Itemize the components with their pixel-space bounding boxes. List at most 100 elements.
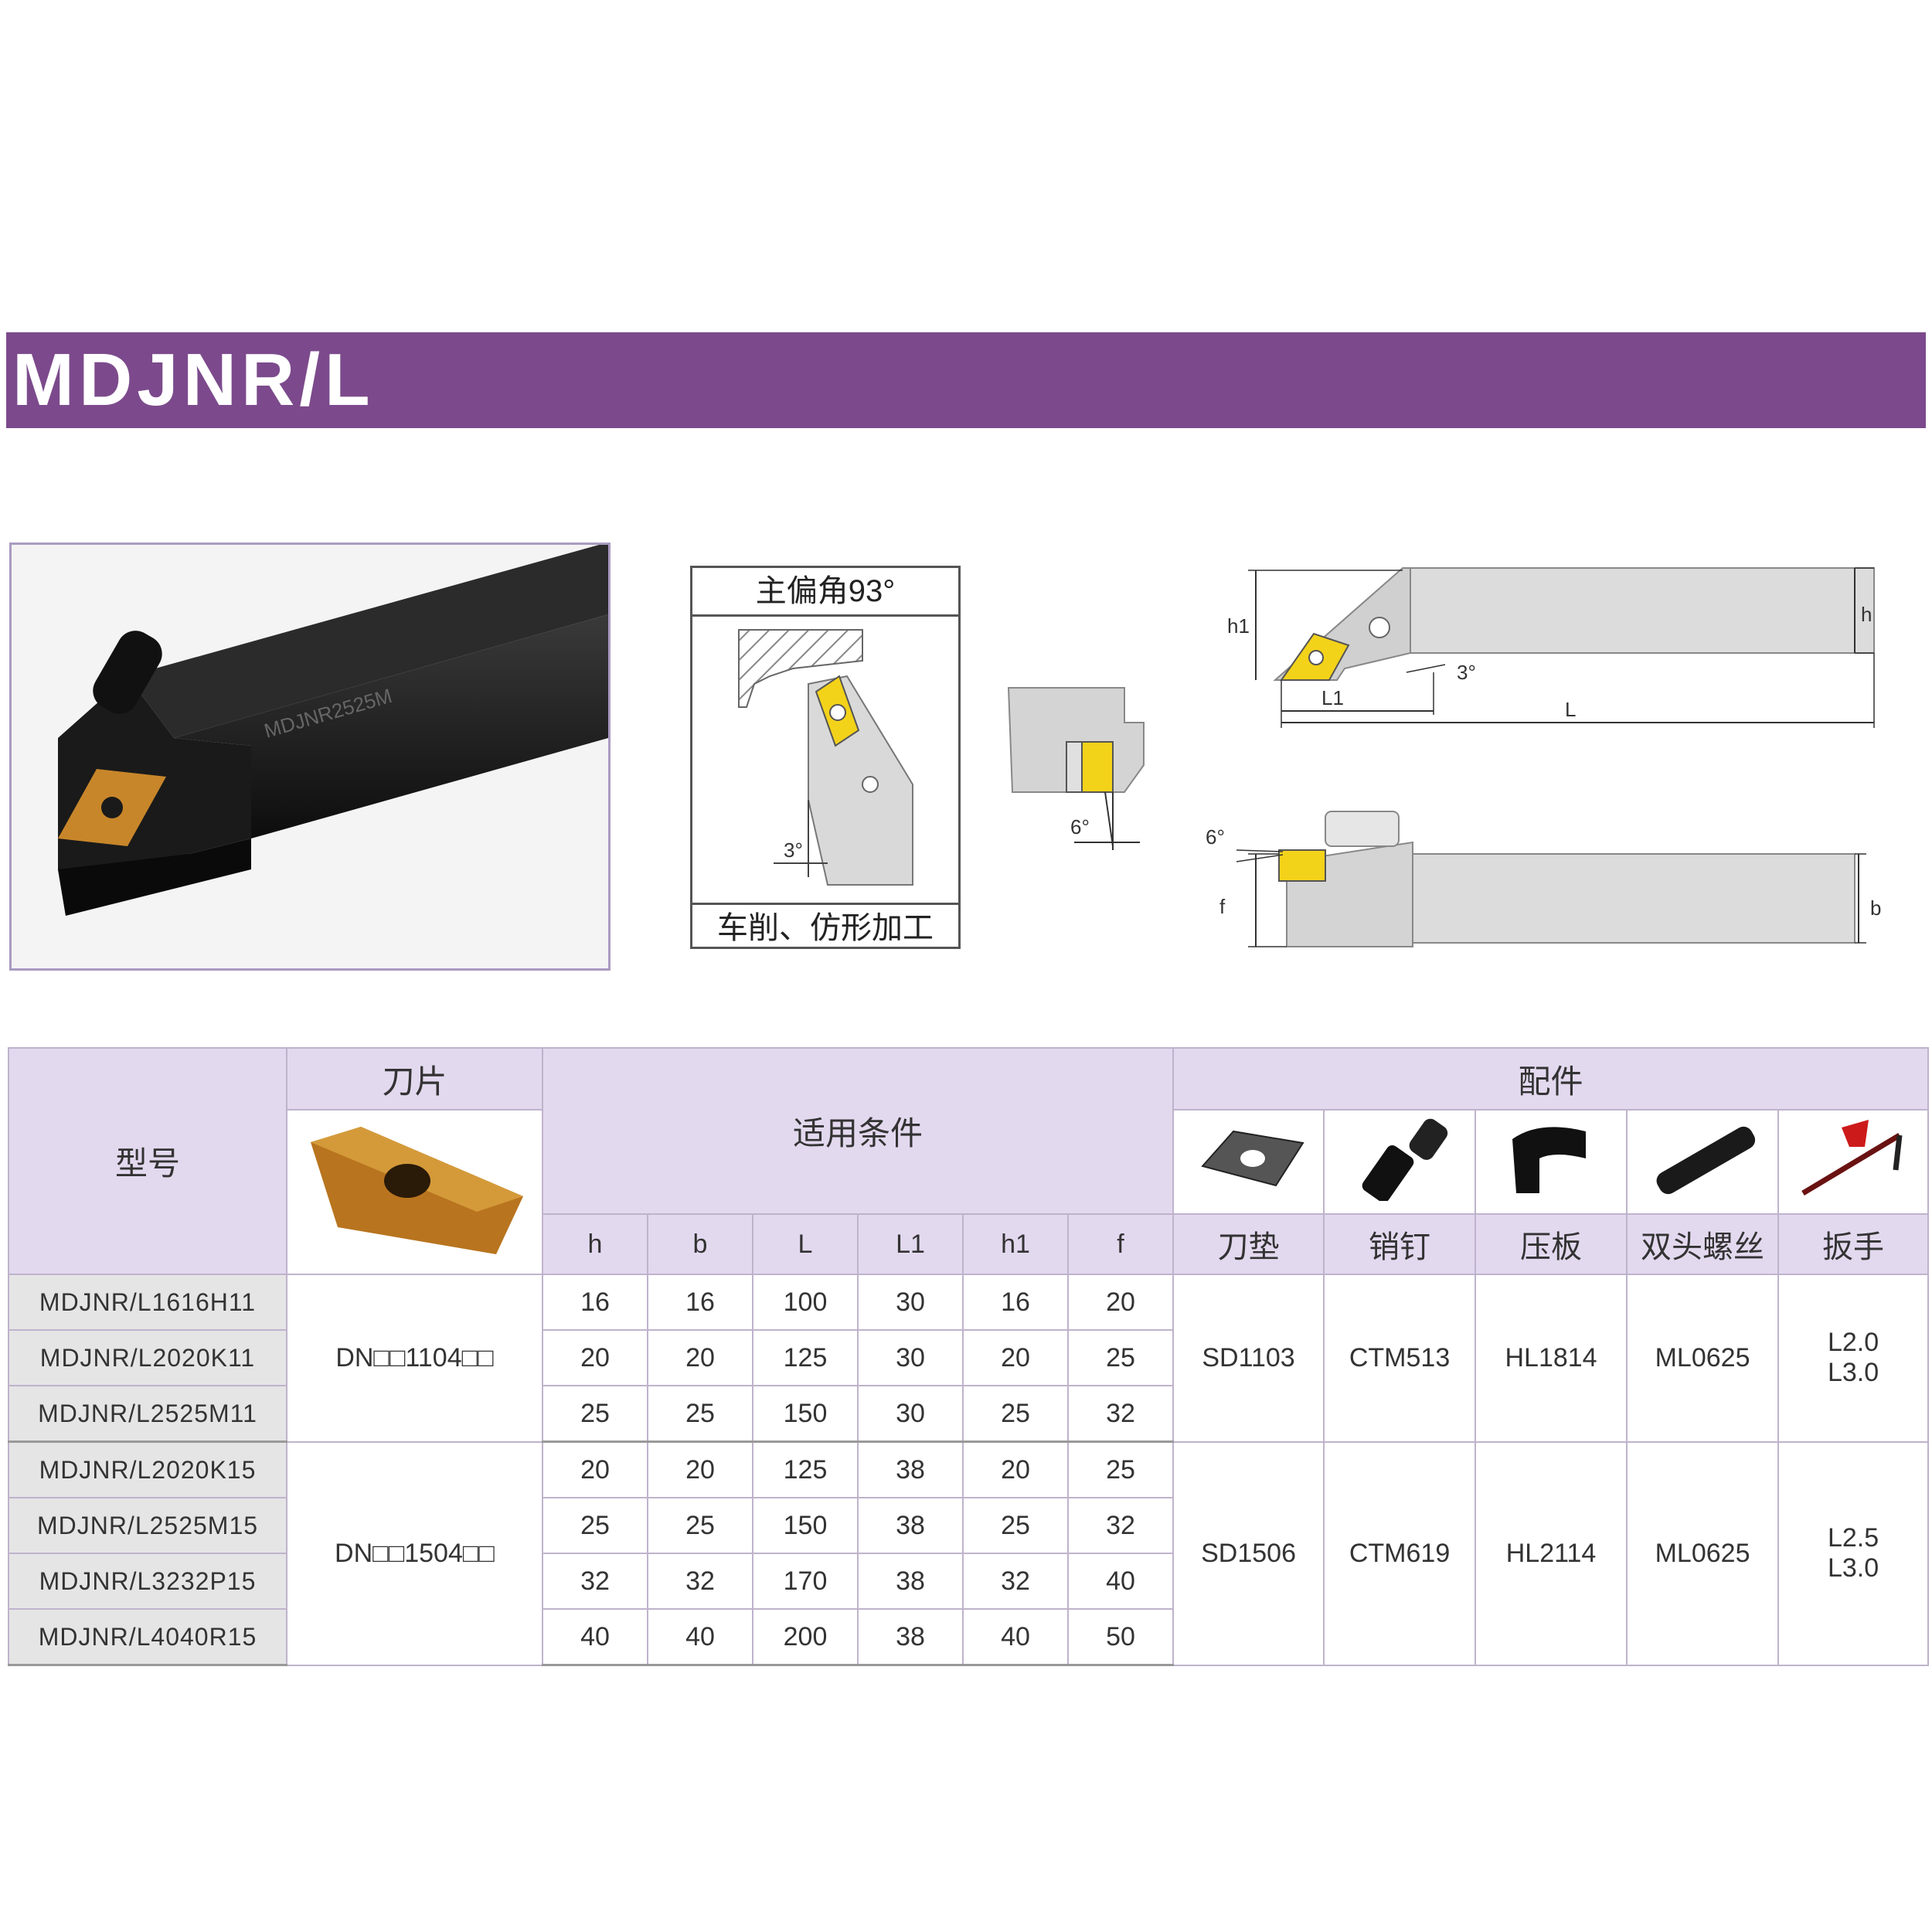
clamp-code: HL2114: [1475, 1440, 1628, 1666]
cell-h: 32: [542, 1553, 648, 1610]
cell-l: 150: [752, 1385, 859, 1443]
wrench-size: L3.0: [1827, 1358, 1879, 1388]
cell-l1: 38: [857, 1440, 964, 1498]
model-cell: MDJNR/L4040R15: [8, 1608, 287, 1666]
cell-l1: 38: [857, 1497, 964, 1554]
cutting-diagram-header: 主偏角93°: [690, 566, 961, 617]
cell-f: 32: [1066, 1497, 1175, 1554]
cell-l: 100: [752, 1274, 859, 1331]
wrench-size: L3.0: [1827, 1553, 1879, 1583]
clamp-icon: [1512, 1127, 1587, 1193]
cell-l: 200: [752, 1608, 859, 1666]
header-conditions: 适用条件: [541, 1047, 1175, 1215]
header-model: 型号: [8, 1047, 287, 1275]
cell-l1: 38: [857, 1608, 964, 1666]
cell-b: 32: [647, 1553, 753, 1610]
cell-b: 20: [647, 1329, 753, 1386]
col-clamp: 压板: [1475, 1213, 1628, 1275]
cell-h1: 20: [962, 1440, 1069, 1498]
cutting-diagram: 3°: [690, 566, 961, 949]
dim-l1-label: L1: [1321, 686, 1344, 709]
screw-icon: [1656, 1126, 1756, 1195]
shim-code: SD1506: [1172, 1440, 1325, 1666]
dim-bottom-angle: 6°: [1206, 825, 1225, 849]
wrench-icon: [1801, 1120, 1903, 1196]
cell-h: 25: [542, 1385, 648, 1443]
cell-h1: 32: [962, 1553, 1069, 1610]
shim-code: SD1103: [1172, 1274, 1325, 1443]
wrench-size: L2.0: [1827, 1328, 1879, 1358]
pin-code: CTM513: [1323, 1274, 1477, 1443]
cell-h1: 16: [962, 1274, 1069, 1331]
table-row: MDJNR/L4040R15 40 40 200 38 40 50: [8, 1608, 1928, 1666]
cutting-angle-label: 3°: [784, 838, 803, 862]
col-pin: 销钉: [1323, 1213, 1477, 1275]
dim-l-label: L: [1565, 698, 1577, 721]
side-view-angle: 6°: [1070, 815, 1090, 838]
cell-h1: 25: [962, 1385, 1069, 1443]
cell-h1: 20: [962, 1329, 1069, 1386]
wrench-size: L2.5: [1827, 1523, 1879, 1553]
insert-image: [286, 1109, 543, 1275]
cell-f: 25: [1066, 1329, 1175, 1386]
col-shim: 刀垫: [1172, 1213, 1325, 1275]
cell-l1: 30: [857, 1329, 964, 1386]
col-wrench: 扳手: [1777, 1213, 1930, 1275]
col-screw: 双头螺丝: [1626, 1213, 1780, 1275]
cell-l: 125: [752, 1440, 859, 1498]
cell-l1: 30: [857, 1385, 964, 1443]
model-cell: MDJNR/L2020K11: [8, 1329, 287, 1386]
dim-b-label: b: [1870, 896, 1882, 920]
cell-f: 20: [1066, 1274, 1175, 1331]
cell-b: 40: [647, 1608, 753, 1666]
cell-h: 20: [542, 1440, 648, 1498]
cell-h: 20: [542, 1329, 648, 1386]
product-photo: MDJNR2525M: [9, 543, 611, 971]
dim-h-label: h: [1861, 603, 1872, 626]
header-insert: 刀片: [286, 1047, 543, 1111]
shim-icon: [1200, 1130, 1304, 1187]
screw-image: [1626, 1109, 1780, 1215]
cell-f: 40: [1066, 1553, 1175, 1610]
model-cell: MDJNR/L3232P15: [8, 1553, 287, 1610]
side-view-drawing: [1007, 687, 1145, 850]
cell-h1: 40: [962, 1608, 1069, 1666]
shim-image: [1172, 1109, 1325, 1215]
screw-code: ML0625: [1626, 1274, 1780, 1443]
wrench-image: [1777, 1109, 1930, 1215]
col-h1: h1: [962, 1213, 1069, 1275]
cell-h: 40: [542, 1608, 648, 1666]
table-row: MDJNR/L2020K11 20 20 125 30 20 25: [8, 1329, 1928, 1386]
top-view-drawing: [1248, 567, 1875, 728]
insert-code: DN□□1104□□: [286, 1274, 543, 1443]
wrench-code: L2.0 L3.0: [1777, 1274, 1930, 1443]
model-cell: MDJNR/L2020K15: [8, 1440, 287, 1498]
cell-f: 25: [1066, 1440, 1175, 1498]
cell-b: 20: [647, 1440, 753, 1498]
tool-holder-photo: MDJNR2525M: [12, 545, 608, 968]
cutting-diagram-drawing: [738, 629, 913, 886]
insert-code: DN□□1504□□: [286, 1440, 543, 1666]
page-title: MDJNR/L: [12, 338, 375, 421]
insert-icon: [310, 1127, 523, 1254]
spec-table: 型号 刀片 适用条件 配件: [8, 1047, 1930, 1666]
col-l: L: [752, 1213, 859, 1275]
front-view-drawing: [1236, 811, 1866, 947]
model-cell: MDJNR/L1616H11: [8, 1274, 287, 1331]
col-l1: L1: [857, 1213, 964, 1275]
cutting-diagram-footer: 车削、仿形加工: [690, 903, 961, 949]
model-cell: MDJNR/L2525M11: [8, 1385, 287, 1443]
table-row: MDJNR/L3232P15 32 32 170 38 32 40: [8, 1553, 1928, 1610]
cell-l: 125: [752, 1329, 859, 1386]
dim-f-label: f: [1219, 895, 1226, 918]
wrench-code: L2.5 L3.0: [1777, 1440, 1930, 1666]
cell-h1: 25: [962, 1497, 1069, 1554]
cell-h: 16: [542, 1274, 648, 1331]
cell-f: 32: [1066, 1385, 1175, 1443]
screw-code: ML0625: [1626, 1440, 1780, 1666]
table-row: MDJNR/L2525M11 25 25 150 30 25 32: [8, 1385, 1928, 1443]
table-row: MDJNR/L1616H11 DN□□1104□□ 16 16 100 30 1…: [8, 1274, 1930, 1443]
col-b: b: [647, 1213, 753, 1275]
col-h: h: [542, 1213, 648, 1275]
table-row: MDJNR/L2525M15 25 25 150 38 25 32: [8, 1497, 1928, 1554]
